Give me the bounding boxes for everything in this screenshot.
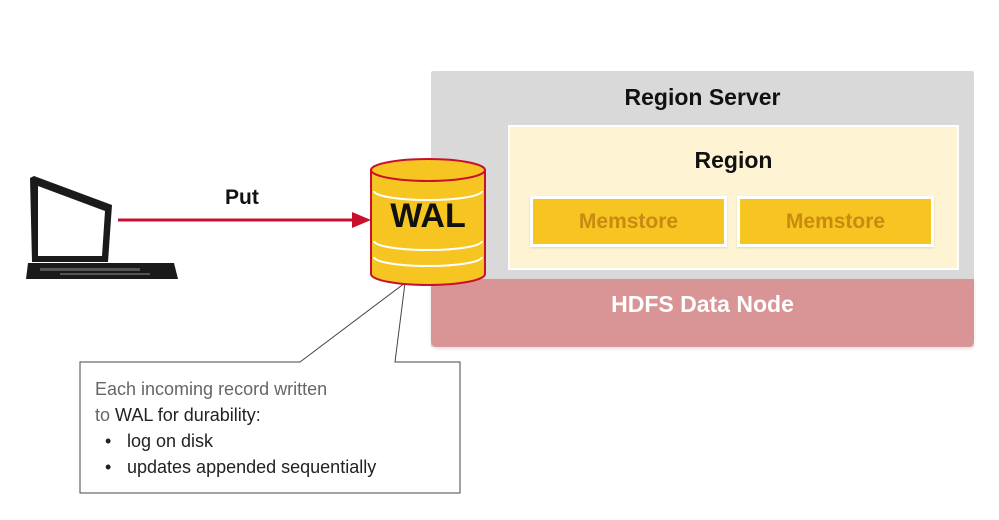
region-title: Region: [694, 147, 773, 173]
arrow-right-icon: [118, 212, 371, 228]
memstore-box-1: Memstore: [530, 196, 727, 247]
callout-wal-keyword: WAL: [115, 405, 153, 425]
laptop-icon: [26, 176, 178, 279]
callout-bullets: log on disk updates appended sequentiall…: [95, 428, 455, 480]
hdfs-data-node-label: HDFS Data Node: [611, 291, 794, 317]
callout-line-2-suffix: for durability:: [152, 405, 261, 425]
database-cylinder-icon: [370, 158, 486, 286]
callout-text: Each incoming record written to WAL for …: [95, 376, 455, 480]
region-server-title: Region Server: [624, 84, 781, 110]
callout-line-1: Each incoming record written: [95, 379, 328, 399]
memstore-box-2: Memstore: [737, 196, 934, 247]
wal-label: WAL: [390, 197, 466, 235]
hdfs-data-node-box: [431, 279, 974, 347]
put-label: Put: [225, 186, 259, 209]
callout-bullet: log on disk: [105, 428, 455, 454]
callout-bullet: updates appended sequentially: [105, 454, 455, 480]
callout-line-2: to WAL for durability:: [95, 402, 455, 428]
callout-line-2-prefix: to: [95, 405, 116, 425]
